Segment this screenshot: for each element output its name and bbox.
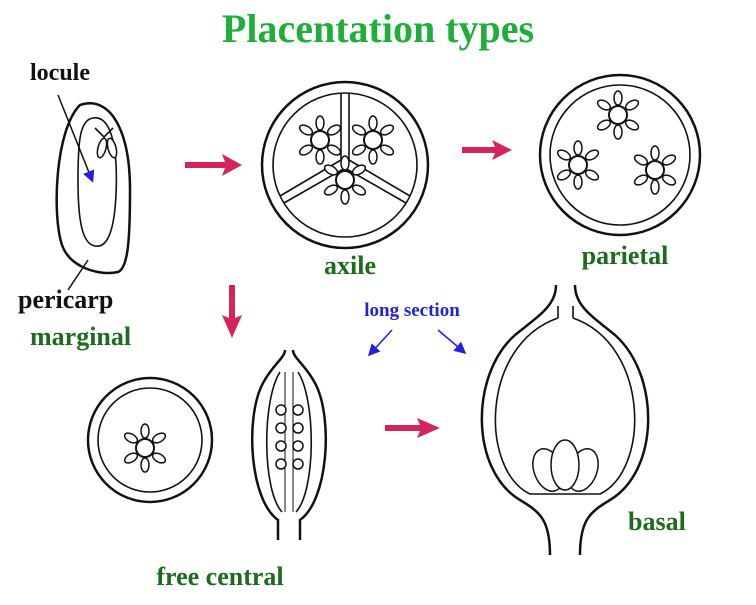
free-central-label: free central [156, 562, 283, 591]
basal-diagram [480, 284, 650, 556]
blue-arrow-icon [437, 329, 467, 354]
arrow-icon [185, 140, 512, 438]
free-central-diagram [86, 349, 328, 540]
axile-diagram [260, 80, 430, 250]
basal-label: basal [628, 507, 686, 536]
pericarp-label: pericarp [18, 285, 113, 314]
long-section-label: long section [364, 300, 460, 321]
diagram-title: Placentation types [222, 6, 534, 51]
marginal-label: marginal [30, 322, 131, 351]
marginal-diagram [55, 94, 132, 291]
parietal-label: parietal [582, 241, 669, 270]
axile-label: axile [324, 251, 376, 280]
locule-label: locule [30, 60, 90, 86]
blue-arrow-icon [367, 329, 393, 357]
parietal-diagram [538, 73, 702, 237]
